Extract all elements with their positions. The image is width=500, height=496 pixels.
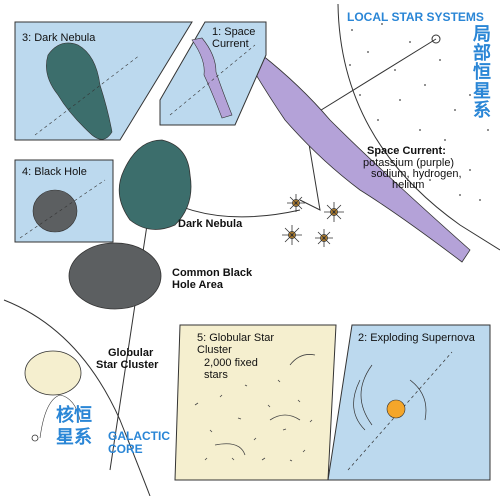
core-marker (31, 434, 39, 442)
inset-supernova (327, 324, 491, 481)
inset-black-hole-track (19, 179, 106, 239)
galactic-core-spiral (39, 394, 81, 439)
orbit-marker (431, 34, 441, 44)
space-current-line-3: helium (392, 179, 425, 191)
local-star-dots (349, 23, 489, 201)
inset-globular-label-2: Cluster (197, 344, 232, 356)
inset-current-track (169, 44, 256, 116)
inset-black-hole-disk (32, 189, 78, 233)
star-bursts (282, 194, 344, 247)
space-current-line-2: sodium, hydrogen, (371, 168, 462, 180)
galactic-core-cjk: 核恒星系 (56, 405, 92, 448)
inset-dark-nebula-label: 3: Dark Nebula (22, 32, 96, 44)
globular-label-1: Globular (108, 347, 154, 359)
local-star-systems-cjk: 局部恒星系 (470, 24, 491, 119)
inset-globular-label-1: 5: Globular Star (197, 332, 275, 344)
space-current-line-1: potassium (purple) (363, 157, 455, 169)
local-star-systems-title: LOCAL STAR SYSTEMS (347, 10, 484, 24)
local-system-boundary (337, 3, 500, 251)
inset-nebula-blob (46, 42, 113, 140)
inset-current-band (191, 37, 233, 119)
dark-nebula-shape (118, 139, 192, 230)
inset-supernova-label: 2: Exploding Supernova (358, 332, 475, 344)
space-current-title: Space Current: (367, 145, 446, 157)
space-current-band (251, 54, 471, 263)
black-hole-shape (68, 242, 162, 310)
galactic-core-label-2: CORE (108, 442, 143, 456)
inset-cluster-stars (194, 354, 316, 462)
inset-nebula-track (34, 54, 141, 136)
inset-black-hole-label: 4: Black Hole (22, 166, 87, 178)
inset-globular-note-1: 2,000 fixed (204, 357, 258, 369)
black-hole-label-2: Hole Area (172, 279, 223, 291)
globular-label-2: Star Cluster (96, 359, 159, 371)
supernova-star (386, 399, 406, 419)
inset-globular-note-2: stars (204, 369, 228, 381)
dark-nebula-label: Dark Nebula (178, 218, 243, 230)
galactic-core-label-1: GALACTIC (108, 429, 170, 443)
globular-cluster-shape (24, 350, 82, 396)
black-hole-label-1: Common Black (172, 267, 253, 279)
galactic-core-boundary (3, 299, 151, 496)
inset-space-current-label-2: Current (212, 38, 249, 50)
inset-space-current-label-1: 1: Space (212, 26, 256, 38)
